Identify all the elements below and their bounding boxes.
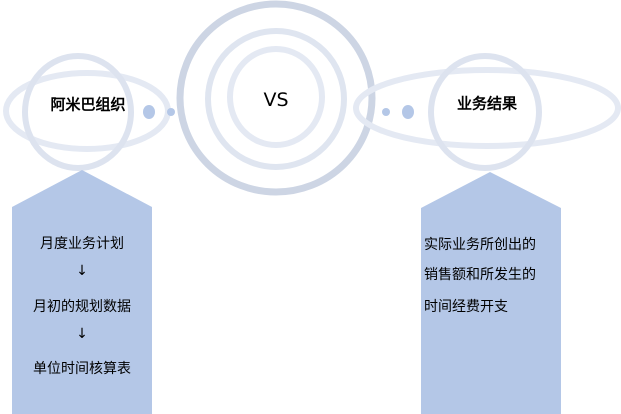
connector-dot — [402, 105, 414, 119]
right-box-line: 时间经费开支 — [424, 299, 508, 315]
right-title: 业务结果 — [456, 94, 518, 113]
center-ring-middle — [205, 28, 347, 170]
right-arrow-box — [421, 172, 561, 414]
connector-dot — [167, 108, 175, 116]
connector-dot — [382, 108, 390, 116]
left-box-line: 月初的规划数据 — [33, 299, 131, 315]
left-ring-circle — [22, 53, 134, 171]
vs-label: VS — [263, 89, 289, 111]
right-box-line: 实际业务所创出的 — [424, 237, 536, 253]
right-ring-ellipse — [353, 67, 621, 149]
connector-dot — [143, 105, 155, 119]
center-ring-inner — [227, 46, 325, 148]
down-arrow: ↓ — [76, 326, 88, 342]
down-arrow: ↓ — [76, 263, 88, 279]
center-ring-outer — [176, 0, 376, 196]
left-box-line: 单位时间核算表 — [33, 361, 131, 377]
right-ring-circle — [428, 53, 542, 171]
right-box-line: 销售额和所发生的 — [424, 267, 536, 283]
left-title: 阿米巴组织 — [50, 95, 126, 114]
left-box-line: 月度业务计划 — [40, 236, 124, 252]
left-arrow-box — [12, 170, 152, 414]
